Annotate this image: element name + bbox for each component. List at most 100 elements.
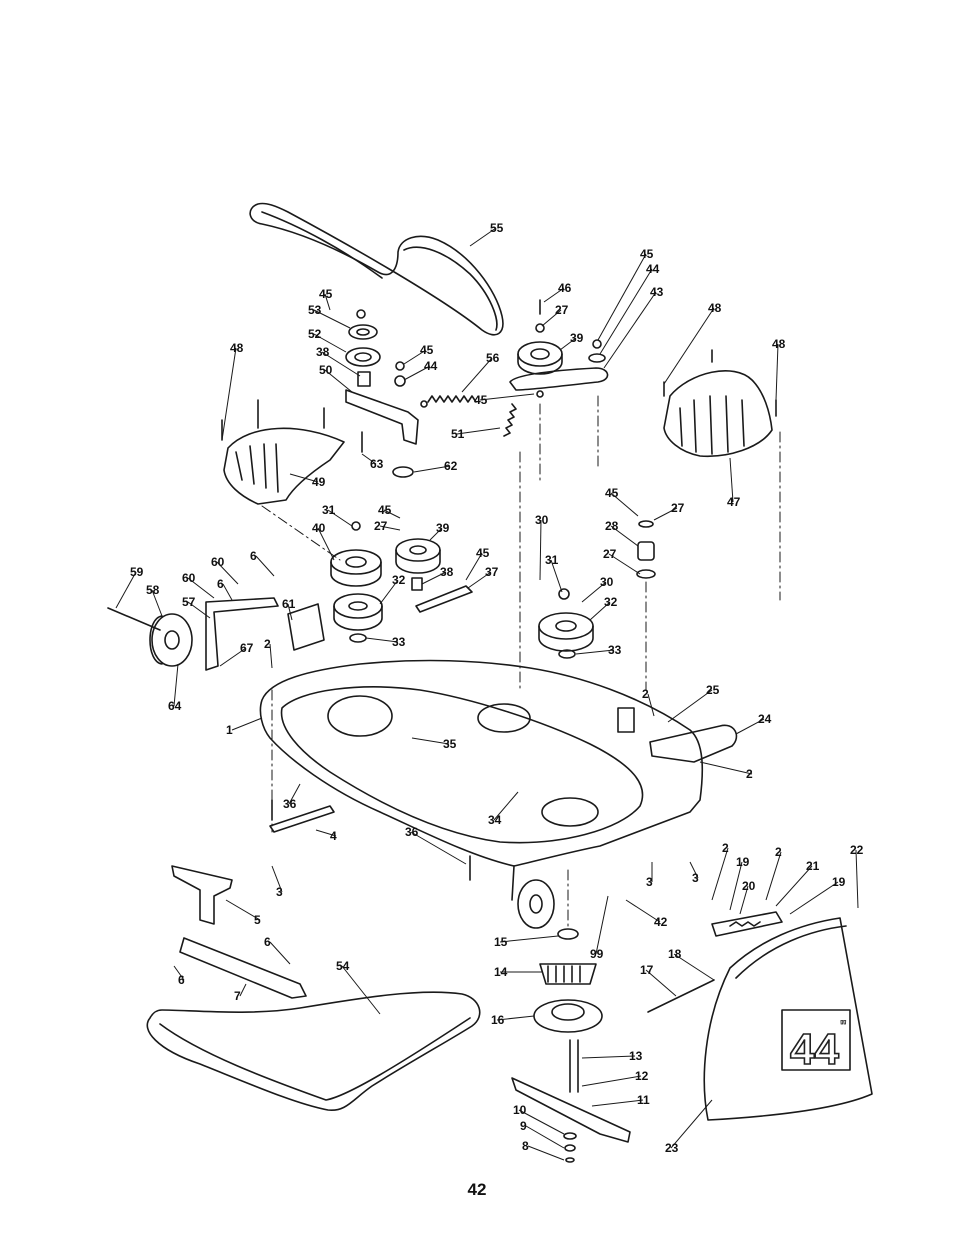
- leader-line-2: [712, 848, 728, 900]
- arm-4-shape: [270, 806, 334, 832]
- callout-61: 61: [282, 597, 296, 611]
- callout-32: 32: [392, 573, 406, 587]
- leader-line-11: [592, 1100, 643, 1106]
- callout-33: 33: [608, 643, 622, 657]
- leader-line-2: [648, 694, 654, 716]
- leader-line-30: [540, 520, 541, 580]
- callout-40: 40: [312, 521, 326, 535]
- callout-45: 45: [476, 546, 490, 560]
- callout-60: 60: [211, 555, 225, 569]
- callout-39: 39: [436, 521, 450, 535]
- callout-9: 9: [520, 1119, 527, 1133]
- callout-45: 45: [640, 247, 654, 261]
- leader-line-48: [664, 308, 714, 384]
- callout-35: 35: [443, 737, 457, 751]
- callout-28: 28: [605, 519, 619, 533]
- callout-38: 38: [440, 565, 454, 579]
- leader-line-22: [856, 850, 858, 908]
- leader-line-19: [730, 862, 742, 910]
- callout-19: 19: [736, 855, 750, 869]
- callout-44: 44: [424, 359, 438, 373]
- callout-48: 48: [230, 341, 244, 355]
- callout-48: 48: [772, 337, 786, 351]
- callout-55: 55: [490, 221, 504, 235]
- leader-line-43: [604, 292, 656, 368]
- callout-5: 5: [254, 913, 261, 927]
- belt-cover-49-shape: [224, 428, 344, 504]
- callout-45: 45: [319, 287, 333, 301]
- callout-2: 2: [722, 841, 729, 855]
- callout-52: 52: [308, 327, 322, 341]
- spring-56-shape: [428, 396, 476, 402]
- callout-31: 31: [545, 553, 559, 567]
- pulley-32-right-shape: [539, 613, 593, 639]
- leader-line-13: [582, 1056, 635, 1058]
- callout-2: 2: [642, 687, 649, 701]
- callout-16: 16: [491, 1013, 505, 1027]
- deflector-24-shape: [650, 725, 736, 762]
- leader-line-7: [240, 984, 246, 996]
- callout-60: 60: [182, 571, 196, 585]
- callout-13: 13: [629, 1049, 643, 1063]
- leader-line-2: [700, 762, 752, 774]
- callout-6: 6: [217, 577, 224, 591]
- leader-line-6: [256, 556, 274, 576]
- callout-3: 3: [692, 871, 699, 885]
- callout-54: 54: [336, 959, 350, 973]
- callout-63: 63: [370, 457, 384, 471]
- callout-4: 4: [330, 829, 337, 843]
- leader-line-54: [342, 966, 380, 1014]
- callout-3: 3: [276, 885, 283, 899]
- callout-43: 43: [650, 285, 664, 299]
- deck-1-shape: [260, 661, 702, 866]
- belt-54-shape: [147, 992, 479, 1110]
- callout-39: 39: [570, 331, 584, 345]
- callout-45: 45: [474, 393, 488, 407]
- pulley-53-shape: [349, 325, 377, 339]
- callout-58: 58: [146, 583, 160, 597]
- callout-45: 45: [378, 503, 392, 517]
- callout-53: 53: [308, 303, 322, 317]
- callout-32: 32: [604, 595, 618, 609]
- callout-42: 42: [654, 915, 668, 929]
- callout-27: 27: [671, 501, 685, 515]
- callout-27: 27: [374, 519, 388, 533]
- callout-2: 2: [264, 637, 271, 651]
- page-number: 42: [0, 1180, 954, 1200]
- callout-8: 8: [522, 1139, 529, 1153]
- callout-56: 56: [486, 351, 500, 365]
- leader-line-2: [766, 852, 781, 900]
- deck-size-decal-unit: ": [840, 1017, 847, 1033]
- gauge-wheel-58-shape: [152, 614, 192, 666]
- callout-15: 15: [494, 935, 508, 949]
- callout-47: 47: [727, 495, 741, 509]
- callout-6: 6: [264, 935, 271, 949]
- leader-line-8: [528, 1146, 564, 1160]
- leader-line-99: [596, 896, 608, 954]
- callout-24: 24: [758, 712, 772, 726]
- deck-wheel-shape: [518, 880, 554, 928]
- callout-12: 12: [635, 1069, 649, 1083]
- callout-44: 44: [646, 262, 660, 276]
- callout-34: 34: [488, 813, 502, 827]
- callout-14: 14: [494, 965, 508, 979]
- callout-2: 2: [775, 845, 782, 859]
- callout-27: 27: [555, 303, 569, 317]
- rod-17-shape: [648, 980, 714, 1012]
- callout-31: 31: [322, 503, 336, 517]
- spring-51-shape: [504, 404, 516, 436]
- callout-99: 99: [590, 947, 604, 961]
- callout-25: 25: [706, 683, 720, 697]
- callout-11: 11: [637, 1093, 650, 1107]
- pulley-52-shape: [346, 348, 380, 366]
- callout-6: 6: [178, 973, 185, 987]
- callout-7: 7: [234, 989, 241, 1003]
- leader-line-19: [790, 882, 838, 914]
- bracket-37-shape: [416, 586, 472, 612]
- leader-line-6: [270, 942, 290, 964]
- callout-18: 18: [668, 947, 682, 961]
- callout-59: 59: [130, 565, 144, 579]
- callout-17: 17: [640, 963, 654, 977]
- pulley-32-left-shape: [334, 594, 382, 618]
